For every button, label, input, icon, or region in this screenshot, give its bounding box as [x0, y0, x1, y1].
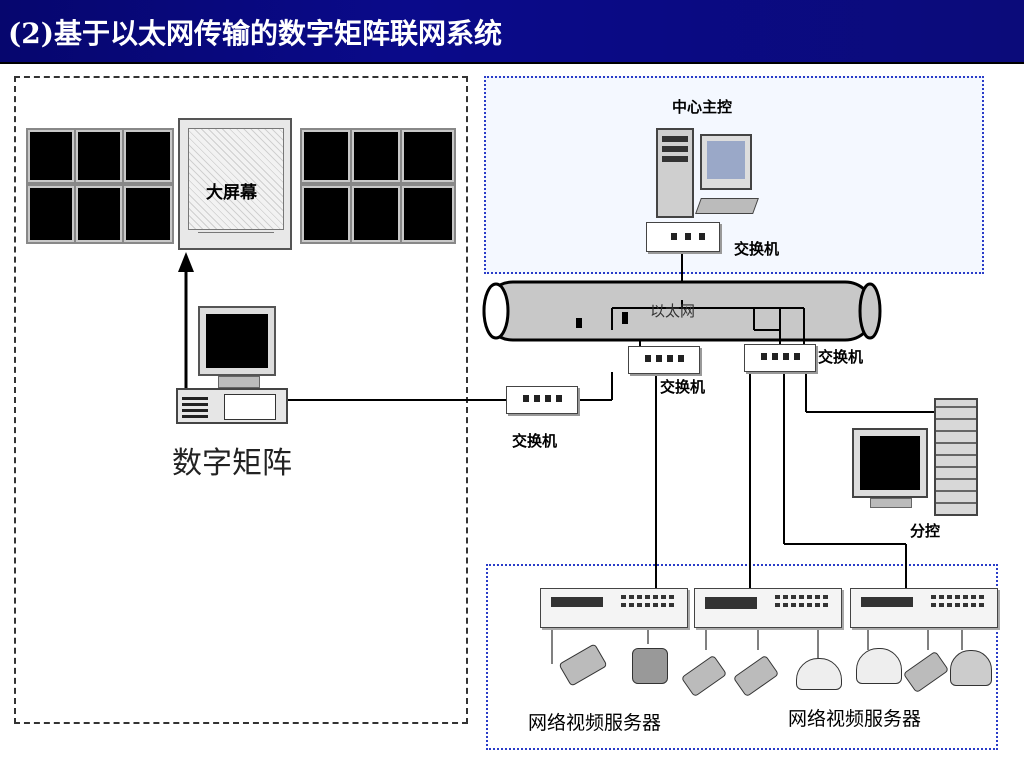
- big-screen: 大屏幕: [178, 118, 292, 250]
- switch-port: [645, 355, 651, 362]
- switch-port: [667, 355, 673, 362]
- matrix-vent: [182, 394, 208, 418]
- page-title: (2)基于以太网传输的数字矩阵联网系统: [8, 17, 502, 50]
- switch-port: [761, 353, 767, 360]
- switch-left: [506, 386, 578, 414]
- switch-port: [685, 233, 691, 240]
- switch-port: [783, 353, 789, 360]
- nvr-unit-center: [694, 588, 842, 628]
- nvr-buttons: [931, 603, 987, 607]
- switch-mid-label: 交换机: [660, 378, 706, 396]
- switch-right: [744, 344, 816, 372]
- ethernet-label: 以太网: [650, 302, 696, 320]
- camera-ptz-icon: [632, 648, 668, 684]
- nvr-buttons: [621, 603, 677, 607]
- switch-mid: [628, 346, 700, 374]
- monitor-panel: [400, 128, 456, 184]
- switch-port: [656, 355, 662, 362]
- nvr-unit-right: [850, 588, 998, 628]
- center-control-label: 中心主控: [672, 98, 733, 116]
- monitor-panel: [400, 184, 456, 244]
- sub-control-stand: [870, 498, 912, 508]
- sub-control-server: [934, 398, 978, 516]
- tower-slot: [662, 156, 688, 162]
- big-screen-surface: [188, 128, 284, 230]
- camera-dome-icon: [950, 650, 992, 686]
- switch-left-label: 交换机: [512, 432, 558, 450]
- digital-matrix-device: [176, 388, 288, 424]
- nvr-unit-left: [540, 588, 688, 628]
- monitor-panel: [122, 128, 174, 184]
- center-control-tower: [656, 128, 694, 218]
- switch-port: [671, 233, 677, 240]
- switch-port: [545, 395, 551, 402]
- big-screen-stand: [198, 232, 274, 245]
- center-monitor-screen: [707, 141, 745, 179]
- switch-right-label: 交换机: [818, 348, 864, 366]
- matrix-monitor-screen: [206, 314, 268, 368]
- center-control-keyboard: [695, 198, 759, 214]
- switch-port: [699, 233, 705, 240]
- center-control-monitor: [700, 134, 752, 190]
- monitor-panel: [26, 184, 76, 244]
- monitor-panel: [122, 184, 174, 244]
- nvr-right-label: 网络视频服务器: [788, 708, 922, 730]
- switch-port: [772, 353, 778, 360]
- switch-top-label: 交换机: [734, 240, 780, 258]
- nvr-display: [705, 597, 757, 609]
- nvr-buttons: [775, 603, 831, 607]
- tower-slot: [662, 146, 688, 152]
- title-bar: (2)基于以太网传输的数字矩阵联网系统: [0, 0, 1024, 62]
- camera-dome-icon: [796, 658, 842, 690]
- nvr-left-label: 网络视频服务器: [528, 712, 662, 734]
- nvr-display: [861, 597, 913, 607]
- sub-control-label: 分控: [910, 522, 941, 540]
- matrix-drive-bay: [224, 394, 276, 420]
- switch-top: [646, 222, 720, 252]
- nvr-display: [551, 597, 603, 607]
- monitor-panel: [26, 128, 76, 184]
- switch-port: [794, 353, 800, 360]
- matrix-monitor-stand: [218, 376, 260, 388]
- matrix-monitor: [198, 306, 276, 376]
- switch-port: [678, 355, 684, 362]
- switch-port: [534, 395, 540, 402]
- big-screen-label: 大屏幕: [206, 183, 257, 203]
- switch-port: [523, 395, 529, 402]
- camera-dome-icon: [856, 648, 902, 684]
- tower-slot: [662, 136, 688, 142]
- digital-matrix-label: 数字矩阵: [172, 446, 292, 481]
- nvr-buttons: [931, 595, 987, 599]
- sub-monitor-screen: [860, 436, 920, 490]
- nvr-buttons: [621, 595, 677, 599]
- sub-control-monitor: [852, 428, 928, 498]
- title-divider: [0, 62, 1024, 64]
- switch-port: [556, 395, 562, 402]
- nvr-buttons: [775, 595, 831, 599]
